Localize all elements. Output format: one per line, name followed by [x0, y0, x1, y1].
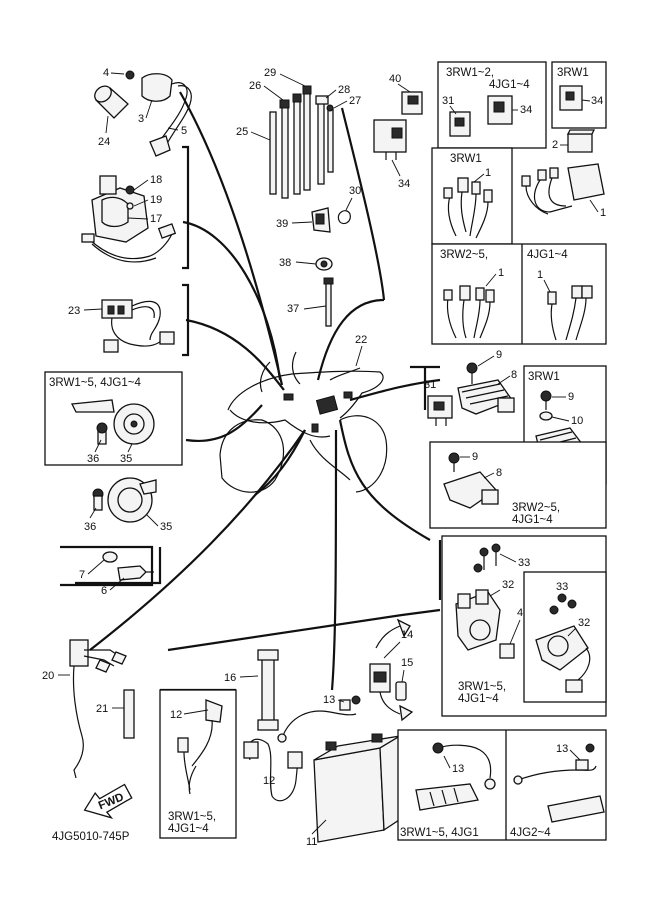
- diagram-ref-code: 4JG5010-745P: [52, 831, 130, 843]
- callout-34-b: 34: [520, 104, 532, 116]
- relay-40-34: 40 34: [373, 73, 423, 190]
- callout-28: 28: [338, 84, 350, 96]
- harness-3rw1-box: 3RW1 1: [431, 147, 513, 245]
- callout-37: 37: [287, 303, 299, 315]
- callout-31-a: 31: [442, 95, 454, 107]
- callout-10: 10: [571, 415, 583, 427]
- battery-variant-box: 13 3RW1~5, 4JG1 13 4JG2~4: [397, 729, 607, 841]
- callout-1-a: 1: [600, 207, 606, 219]
- horn-lower: 36 35: [84, 477, 172, 533]
- callout-3: 3: [138, 113, 144, 125]
- callout-35-a: 35: [120, 453, 132, 465]
- callout-26: 26: [249, 80, 261, 92]
- callout-32-a: 32: [502, 579, 514, 591]
- harness-lower-box: 3RW2~5, 4JG1~4 1 1: [431, 243, 607, 345]
- main-switch-group: [81, 175, 177, 263]
- cable-ties: 29 26 28 27 25 30 39 38 37: [236, 67, 361, 327]
- callout-9-a: 9: [496, 349, 502, 361]
- callout-1-c: 1: [498, 267, 504, 279]
- callout-36-a: 36: [87, 453, 99, 465]
- callout-2: 2: [552, 139, 558, 151]
- relay-box-label-2: 4JG1~4: [489, 79, 530, 91]
- callout-1-d: 1: [537, 269, 543, 281]
- forward-arrow: FWD: [83, 783, 133, 819]
- callout-34-c: 34: [591, 95, 603, 107]
- callout-17: 17: [150, 213, 162, 225]
- callout-6: 6: [101, 585, 107, 597]
- rectifier-lower-box: 9 8 3RW2~5, 4JG1~4: [429, 441, 607, 529]
- callout-7: 7: [79, 569, 85, 581]
- callout-38: 38: [279, 257, 291, 269]
- callout-15: 15: [401, 657, 413, 669]
- rectifier-lower-label-2: 4JG1~4: [512, 514, 553, 526]
- callout-40: 40: [389, 73, 401, 85]
- neutral-switch: 7 6: [79, 551, 154, 597]
- callout-23: 23: [68, 305, 80, 317]
- batt-right-label: 4JG2~4: [510, 827, 551, 839]
- callouts-23: 23: [68, 305, 103, 317]
- callout-13-a: 13: [323, 694, 335, 706]
- callout-29: 29: [264, 67, 276, 79]
- callout-33-a: 33: [518, 557, 530, 569]
- rectifier-lower-label-1: 3RW2~5,: [512, 502, 560, 514]
- starter-relay-box: 33 32 41 33 32 3RW1~5, 4JG1~4: [441, 535, 607, 717]
- callout-21: 21: [96, 703, 108, 715]
- battery-lead-box: 12 3RW1~5, 4JG1~4: [159, 689, 237, 839]
- harness-3rw25-label: 3RW2~5,: [440, 249, 488, 261]
- callouts-switch: 18 19 17: [127, 174, 162, 225]
- rectifier-main: 31 9 8: [424, 349, 517, 426]
- callout-25: 25: [236, 126, 248, 138]
- callout-12-a: 12: [170, 709, 182, 721]
- rectifier-3rw1-label: 3RW1: [528, 371, 560, 383]
- sidestand-switch: 20 21: [42, 639, 135, 779]
- callout-9-c: 9: [472, 451, 478, 463]
- callout-35-b: 35: [160, 521, 172, 533]
- horn-box-label: 3RW1~5, 4JG1~4: [49, 377, 141, 389]
- batt-left-label: 3RW1~5, 4JG1: [400, 827, 479, 839]
- callout-39: 39: [276, 218, 288, 230]
- callout-32-b: 32: [578, 617, 590, 629]
- battery-group: 16 13 14 15 11 12: [224, 618, 413, 848]
- relay-box-3rw1-label: 3RW1: [557, 67, 589, 79]
- starter-label-1: 3RW1~5,: [458, 681, 506, 693]
- callout-22: 22: [355, 334, 367, 346]
- relay-box: 3RW1~2, 4JG1~4 31 34 3RW1 34: [437, 61, 607, 149]
- callouts-coil: 4 3 5 24: [98, 67, 187, 148]
- harness-3rw1-label: 3RW1: [450, 153, 482, 165]
- callout-18: 18: [150, 174, 162, 186]
- motorcycle-frame: [219, 351, 388, 493]
- callout-11: 11: [306, 836, 317, 848]
- callout-14: 14: [401, 629, 413, 641]
- callout-30: 30: [349, 185, 361, 197]
- callout-9-b: 9: [568, 391, 574, 403]
- callout-8-a: 8: [511, 369, 517, 381]
- flasher-group: 2 1: [521, 129, 606, 219]
- callout-19: 19: [150, 194, 162, 206]
- callout-5: 5: [181, 125, 187, 137]
- battery-lead-label-1: 3RW1~5,: [168, 811, 216, 823]
- callout-4: 4: [103, 67, 109, 79]
- callout-8-c: 8: [496, 467, 502, 479]
- switch-lead-23: [101, 299, 175, 353]
- harness-4jg14-label: 4JG1~4: [527, 249, 568, 261]
- callout-36-b: 36: [84, 521, 96, 533]
- relay-box-label-1: 3RW1~2,: [446, 67, 494, 79]
- callout-13-b: 13: [452, 763, 464, 775]
- battery-lead-label-2: 4JG1~4: [168, 823, 209, 835]
- callout-34-a: 34: [398, 178, 410, 190]
- callout-24: 24: [98, 136, 110, 148]
- callout-16: 16: [224, 672, 236, 684]
- callout-1-b: 1: [485, 167, 491, 179]
- callout-33-b: 33: [556, 581, 568, 593]
- ignition-coil-group: [94, 70, 192, 157]
- callout-31-b: 31: [424, 379, 436, 391]
- callout-13-c: 13: [556, 743, 568, 755]
- callout-12-b: 12: [263, 775, 275, 787]
- callout-20: 20: [42, 670, 54, 682]
- starter-label-2: 4JG1~4: [458, 693, 499, 705]
- horn-box: 3RW1~5, 4JG1~4 36 35: [44, 371, 183, 466]
- callout-27: 27: [349, 95, 361, 107]
